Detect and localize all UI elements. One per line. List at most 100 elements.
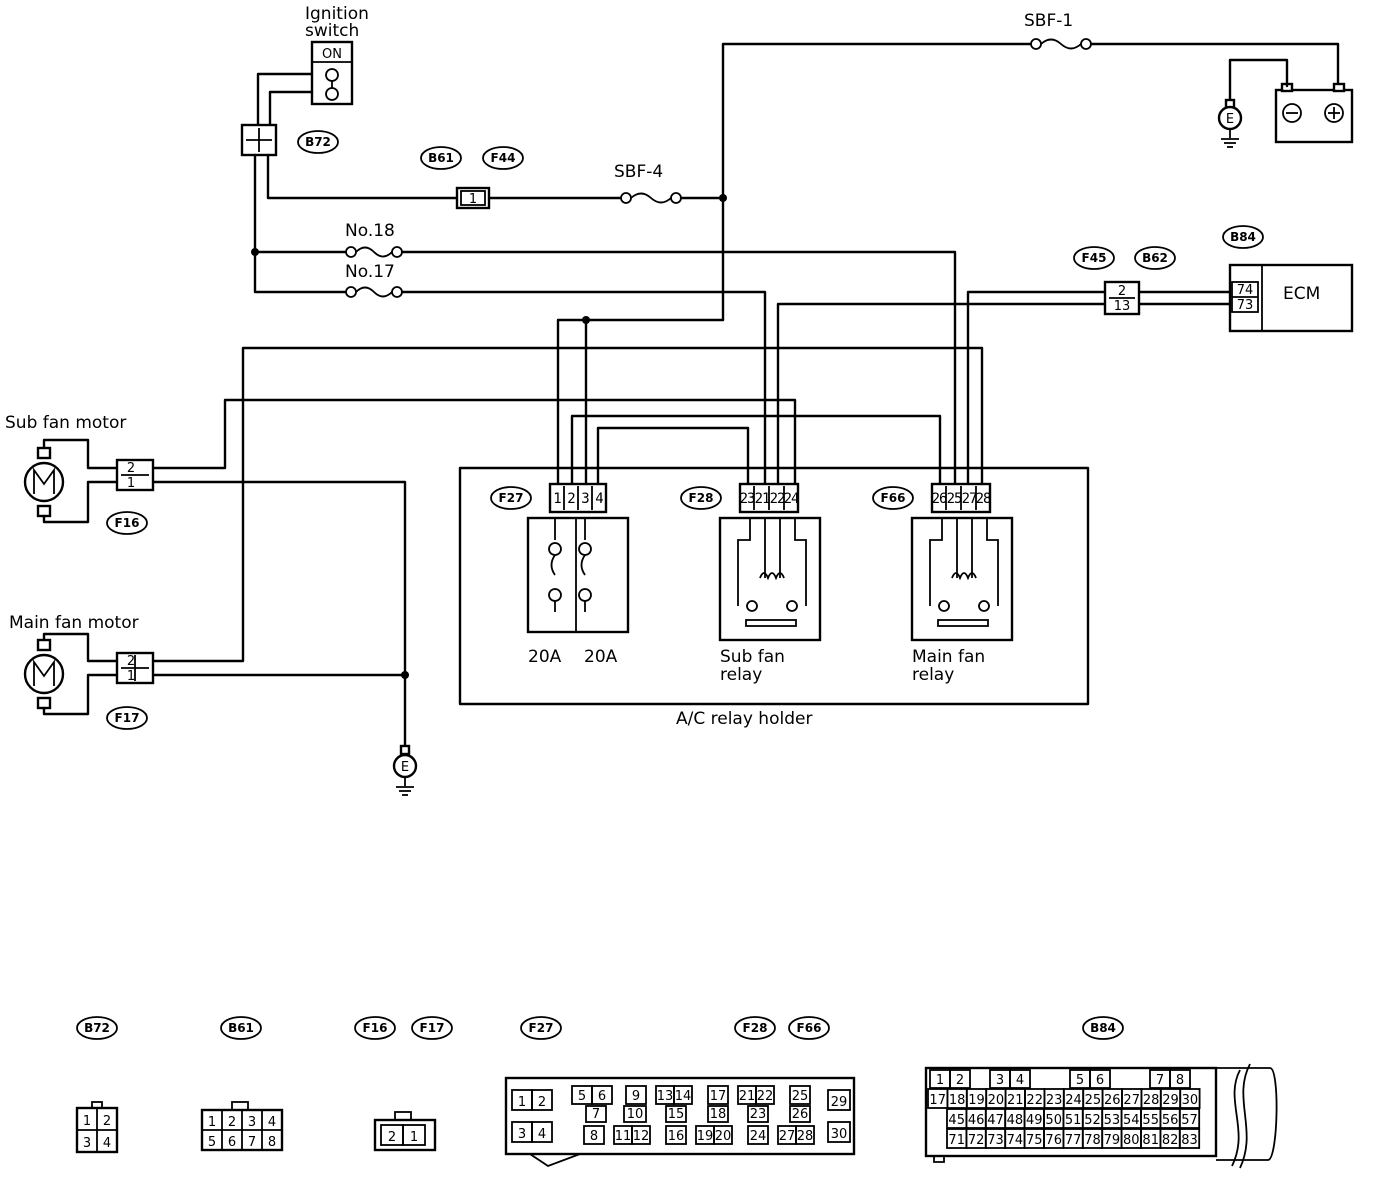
svg-text:5: 5 — [208, 1135, 216, 1150]
pin-cell — [827, 1121, 851, 1143]
pin-number: 14 — [675, 1089, 692, 1104]
f17-connector: 2 1 — [115, 651, 155, 685]
pin-number: 2 — [538, 1095, 546, 1110]
pin-number: 19 — [968, 1093, 985, 1108]
pin-number: 72 — [968, 1133, 985, 1148]
sub-fan-relay — [718, 516, 822, 642]
svg-text:E: E — [401, 760, 409, 775]
pin-number: 6 — [1096, 1073, 1104, 1088]
pin-number: 1 — [936, 1073, 944, 1088]
f44-tag: F44 — [482, 146, 524, 170]
pin-number: 23 — [750, 1107, 767, 1122]
pin-number: 27 — [1123, 1093, 1140, 1108]
pin-number: 26 — [1104, 1093, 1121, 1108]
pin-number: 51 — [1065, 1113, 1082, 1128]
pin-cell — [623, 1105, 647, 1123]
f16-connector: 2 1 — [115, 458, 155, 492]
b72-connector-view: 1 2 3 4 — [75, 1101, 119, 1154]
pin-number: 17 — [710, 1089, 727, 1104]
b61-connector-view: 1 2 3 4 5 6 7 8 — [200, 1101, 284, 1152]
f28-connector: 23 21 22 24 — [738, 482, 800, 514]
f28-tag: F28 — [680, 486, 722, 510]
svg-text:1: 1 — [410, 1130, 418, 1145]
pin-number: 10 — [627, 1107, 644, 1122]
svg-text:F16: F16 — [363, 1021, 388, 1035]
pin-cell — [1089, 1069, 1111, 1089]
pin-number: 80 — [1123, 1133, 1140, 1148]
b61-f44-connector: 1 — [455, 186, 491, 210]
pin-cell — [713, 1125, 733, 1145]
pin-cell — [631, 1125, 651, 1145]
pin-number: 7 — [1156, 1073, 1164, 1088]
svg-text:6: 6 — [228, 1135, 236, 1150]
pin-cell — [949, 1069, 971, 1089]
ecm: 74 73 ECM — [1228, 263, 1354, 333]
pin-number: 25 — [792, 1089, 809, 1104]
svg-text:No.18: No.18 — [345, 221, 395, 241]
pin-cell — [531, 1121, 553, 1143]
svg-text:SBF-4: SBF-4 — [614, 162, 663, 182]
pin-cell — [625, 1085, 647, 1105]
pin-number: 54 — [1123, 1113, 1140, 1128]
pin-number: 71 — [948, 1133, 965, 1148]
pin-number: 2 — [956, 1073, 964, 1088]
pin-cell — [665, 1105, 687, 1123]
pin-number: 19 — [697, 1129, 714, 1144]
svg-text:B72: B72 — [84, 1021, 110, 1035]
pin-number: 24 — [750, 1129, 767, 1144]
f66-connector: 26 25 27 28 — [930, 482, 992, 514]
pin-number: 75 — [1026, 1133, 1043, 1148]
pin-number: 13 — [657, 1089, 674, 1104]
pin-cell — [707, 1105, 729, 1123]
pin-number: 8 — [1176, 1073, 1184, 1088]
svg-text:8: 8 — [268, 1135, 276, 1150]
pin-number: 4 — [538, 1127, 546, 1142]
pin-number: 78 — [1084, 1133, 1101, 1148]
main-fan-motor-icon — [23, 638, 65, 710]
main-fan-motor-label: Main fan motor — [9, 613, 139, 633]
svg-text:F66: F66 — [881, 491, 906, 505]
f17-tag: F17 — [106, 706, 148, 730]
svg-text:F16: F16 — [115, 516, 140, 530]
svg-text:25: 25 — [947, 491, 962, 507]
pin-number: 1 — [518, 1095, 526, 1110]
pin-number: 20 — [715, 1129, 732, 1144]
pin-number: 23 — [1046, 1093, 1063, 1108]
pin-cell — [665, 1125, 687, 1145]
pin-cell — [1179, 1088, 1201, 1109]
svg-text:28: 28 — [976, 491, 991, 507]
pin-cell — [583, 1125, 605, 1145]
pin-number: 48 — [1007, 1113, 1024, 1128]
svg-text:1: 1 — [127, 476, 135, 491]
pin-cell — [795, 1125, 815, 1145]
svg-text:2: 2 — [388, 1130, 396, 1145]
svg-text:22: 22 — [770, 491, 785, 507]
pin-number: 21 — [739, 1089, 756, 1104]
fuse-no17: No.17 — [345, 262, 403, 298]
pin-number: 79 — [1104, 1133, 1121, 1148]
pin-number: 49 — [1026, 1113, 1043, 1128]
pin-number: 25 — [1085, 1093, 1102, 1108]
pin-number: 30 — [831, 1127, 848, 1142]
pin-number: 15 — [668, 1107, 685, 1122]
f27-tag: F27 — [490, 486, 532, 510]
svg-text:2: 2 — [127, 654, 135, 669]
pin-number: 3 — [996, 1073, 1004, 1088]
pin-number: 77 — [1065, 1133, 1082, 1148]
pin-number: 21 — [1007, 1093, 1024, 1108]
svg-text:B61: B61 — [428, 151, 454, 165]
f16-tag: F16 — [106, 511, 148, 535]
main-fan-relay — [910, 516, 1014, 642]
pin-number: 24 — [1065, 1093, 1082, 1108]
b72-connector — [240, 123, 278, 157]
svg-text:3: 3 — [83, 1136, 91, 1151]
pin-number: 81 — [1142, 1133, 1159, 1148]
pin-number: 74 — [1007, 1133, 1024, 1148]
battery — [1274, 82, 1354, 144]
sub-fan-relay-label-2: relay — [720, 665, 762, 685]
f45-tag: F45 — [1073, 246, 1115, 270]
pin-number: 82 — [1162, 1133, 1179, 1148]
svg-text:B72: B72 — [305, 135, 331, 149]
